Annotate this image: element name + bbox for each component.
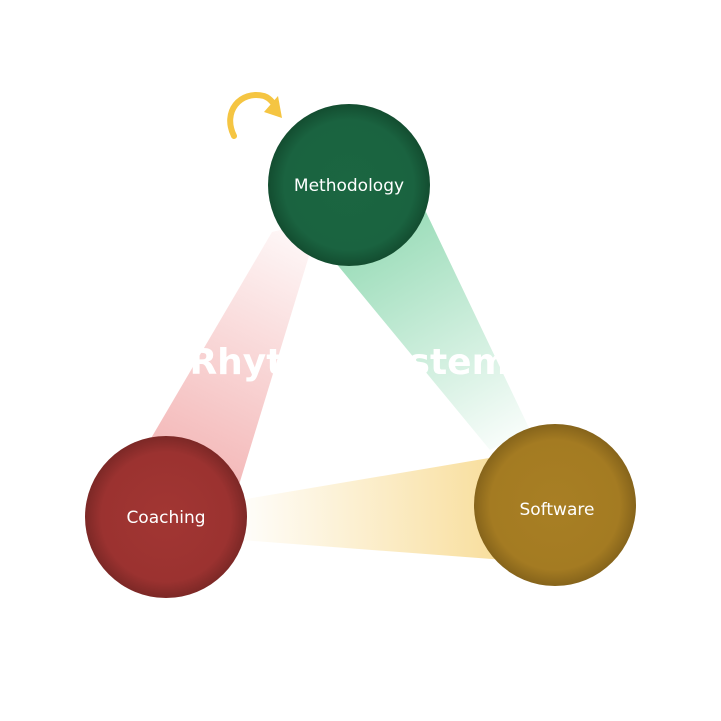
node-coaching[interactable]: Coaching bbox=[85, 436, 247, 598]
coaching-circle bbox=[85, 436, 247, 598]
connection-band-methodology-software bbox=[335, 210, 530, 450]
connection-band-coaching-methodology bbox=[150, 220, 320, 488]
center-title: Rhythm Systems bbox=[189, 342, 530, 383]
coaching-label: Coaching bbox=[126, 508, 205, 528]
methodology-label: Methodology bbox=[294, 176, 404, 196]
methodology-circle bbox=[268, 104, 430, 266]
curved-arrow-icon bbox=[227, 92, 282, 139]
node-methodology[interactable]: Methodology bbox=[268, 104, 430, 266]
software-circle bbox=[474, 424, 636, 586]
connection-band-coaching-software bbox=[240, 457, 505, 560]
node-software[interactable]: Software bbox=[474, 424, 636, 586]
software-label: Software bbox=[520, 500, 595, 520]
